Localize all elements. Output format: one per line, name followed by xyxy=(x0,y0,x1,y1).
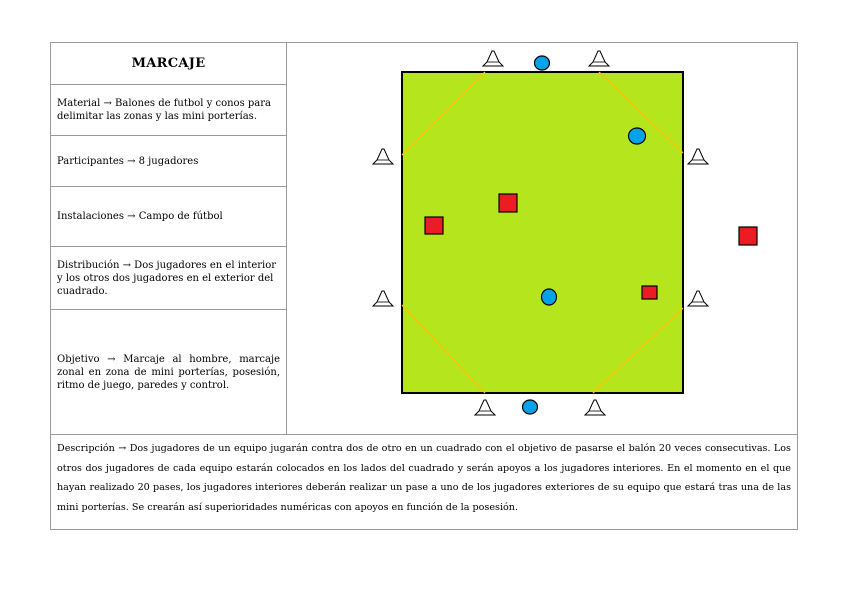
blue-player xyxy=(627,127,647,145)
corner-line xyxy=(401,304,486,394)
info-column: MARCAJE Material → Balones de futbol y c… xyxy=(51,43,287,434)
participants-row: Participantes → 8 jugadores xyxy=(51,136,286,187)
cone-icon xyxy=(686,148,710,165)
blue-player xyxy=(540,288,558,306)
cone-icon xyxy=(583,399,607,416)
red-player xyxy=(641,285,658,300)
exercise-title: MARCAJE xyxy=(51,43,286,85)
cone-icon xyxy=(587,50,611,67)
cone-icon xyxy=(371,148,395,165)
corner-line xyxy=(598,71,684,154)
facilities-row: Instalaciones → Campo de fútbol xyxy=(51,187,286,247)
cone-icon xyxy=(473,399,497,416)
description-text: Descripción → Dos jugadores de un equipo… xyxy=(51,434,797,530)
red-player xyxy=(424,216,444,235)
objective-row: Objetivo → Marcaje al hombre, marcaje zo… xyxy=(57,353,280,391)
red-player xyxy=(498,193,518,213)
cone-icon xyxy=(371,290,395,307)
corner-line xyxy=(592,307,684,394)
blue-player xyxy=(521,399,539,415)
distribution-row: Distribución → Dos jugadores en el inter… xyxy=(51,247,286,310)
material-row: Material → Balones de futbol y conos par… xyxy=(51,85,286,136)
exercise-sheet: MARCAJE Material → Balones de futbol y c… xyxy=(50,42,798,530)
field-square xyxy=(401,71,684,394)
cone-icon xyxy=(686,290,710,307)
cone-icon xyxy=(481,50,505,67)
corner-line xyxy=(401,71,486,156)
red-player xyxy=(738,226,758,246)
field-diagram xyxy=(287,43,797,434)
blue-player xyxy=(533,55,551,71)
